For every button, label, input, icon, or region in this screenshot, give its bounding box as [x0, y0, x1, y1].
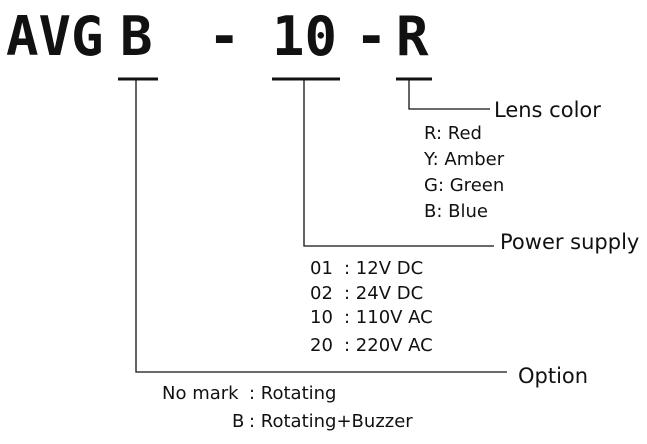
option-value: : Rotating+Buzzer: [249, 411, 413, 432]
power-supply-value: : 220V AC: [344, 335, 433, 356]
code-prefix: AVG: [6, 5, 104, 68]
code-power: 10: [272, 5, 338, 68]
power-supply-code: 01: [310, 258, 333, 279]
lens-color-leader: [408, 79, 490, 110]
power-supply-code: 02: [310, 283, 333, 304]
power-supply-code: 10: [310, 307, 333, 328]
option-code: No mark: [162, 383, 239, 404]
lens-color-item: R: Red: [424, 123, 482, 144]
option-value: : Rotating: [249, 383, 337, 404]
power-supply-code: 20: [310, 335, 333, 356]
option-code: B: [232, 411, 245, 432]
lens-color-item: Y: Amber: [424, 149, 505, 170]
option-leader: [135, 79, 507, 373]
lens-color-heading: Lens color: [494, 98, 601, 122]
code-dash-2: -: [355, 5, 388, 68]
power-supply-heading: Power supply: [500, 230, 640, 254]
option-heading: Option: [518, 364, 589, 388]
lens-color-item: B: Blue: [424, 201, 488, 222]
power-supply-leader: [303, 79, 494, 247]
code-lens: R: [396, 5, 429, 68]
lens-color-item: G: Green: [424, 175, 505, 196]
power-supply-value: : 24V DC: [344, 283, 424, 304]
power-supply-value: : 12V DC: [344, 258, 424, 279]
code-option: B: [120, 5, 153, 68]
code-dash-1: -: [208, 5, 241, 68]
power-supply-value: : 110V AC: [344, 307, 433, 328]
